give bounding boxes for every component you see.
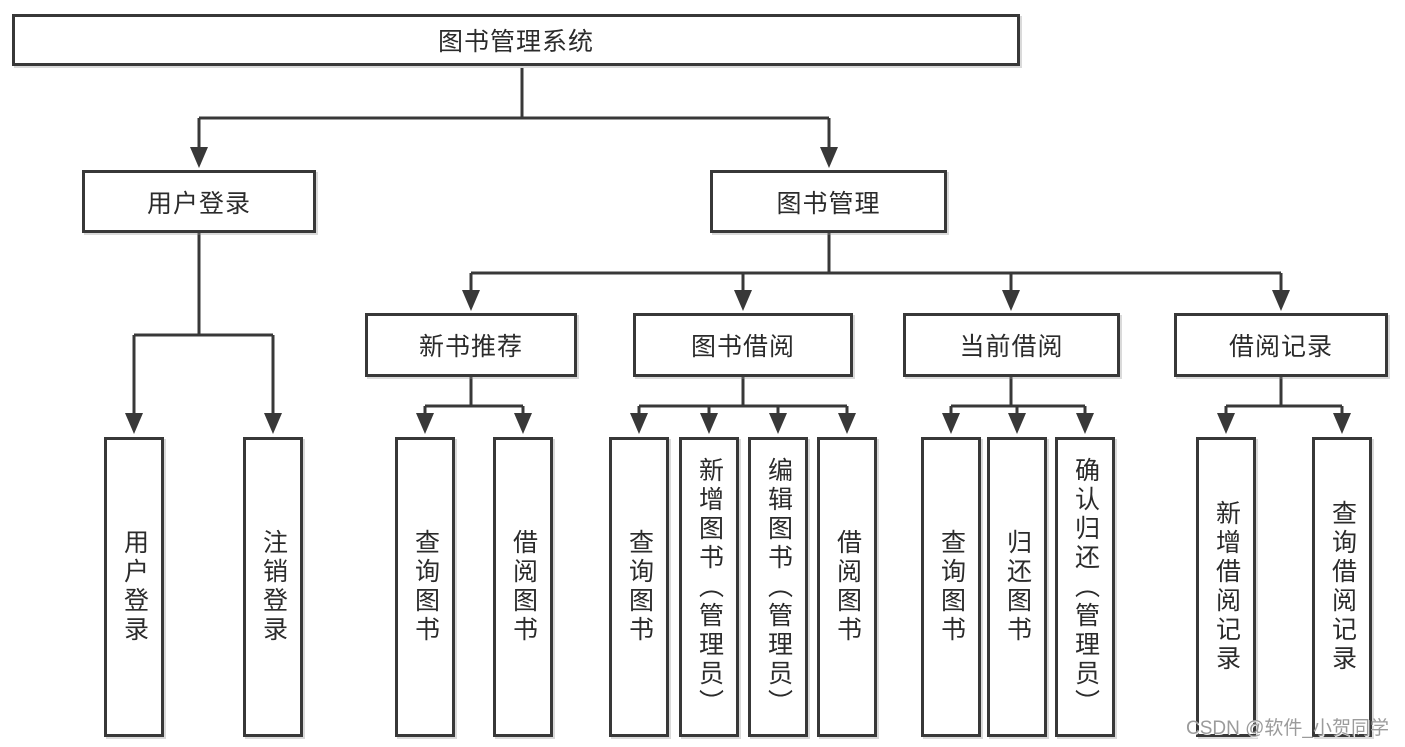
leaf-query-books-borrowing: 查询图书 (609, 437, 669, 737)
leaf-user-login: 用户登录 (104, 437, 164, 737)
arrow-down-icon (942, 413, 960, 434)
connector-book-borrow-to-children (637, 377, 849, 418)
node-label: 图书管理 (776, 189, 881, 218)
node-label: 归还图书 (1003, 529, 1032, 645)
arrow-down-icon (1002, 290, 1020, 311)
arrow-down-icon (264, 413, 282, 434)
node-label: 当前借阅 (959, 333, 1064, 361)
node-label: 新增图书（管理员） (695, 456, 724, 718)
connector-current-borrow-to-children (949, 377, 1087, 418)
connector-root-to-level2 (197, 68, 831, 150)
connector-borrow-records-to-children (1224, 377, 1344, 418)
node-label: 查询图书 (625, 529, 654, 645)
node-label: 注销登录 (259, 529, 288, 645)
node-book-management-system: 图书管理系统 (12, 14, 1020, 66)
node-user-login: 用户登录 (82, 170, 316, 233)
node-book-management: 图书管理 (710, 170, 947, 233)
node-label: 查询图书 (937, 529, 966, 645)
arrow-down-icon (630, 413, 648, 434)
node-label: 借阅记录 (1228, 333, 1333, 361)
arrow-down-icon (838, 413, 856, 434)
leaf-query-books-current: 查询图书 (921, 437, 981, 737)
csdn-watermark: CSDN @软件_小贺同学 (1186, 718, 1389, 739)
leaf-add-borrow-record: 新增借阅记录 (1196, 437, 1256, 737)
arrow-down-icon (700, 413, 718, 434)
arrow-down-icon (734, 290, 752, 311)
node-label: 图书管理系统 (437, 28, 594, 56)
leaf-return-books: 归还图书 (987, 437, 1047, 737)
node-label: 用户登录 (146, 189, 251, 218)
node-label: 用户登录 (120, 529, 149, 645)
node-label: 编辑图书（管理员） (764, 456, 793, 718)
node-book-borrowing: 图书借阅 (633, 313, 853, 377)
arrow-down-icon (1333, 413, 1351, 434)
arrow-down-icon (820, 147, 838, 168)
node-label: 图书借阅 (690, 333, 795, 361)
leaf-edit-books-admin: 编辑图书（管理员） (748, 437, 808, 737)
arrow-down-icon (1076, 413, 1094, 434)
leaf-confirm-return-admin: 确认归还（管理员） (1055, 437, 1115, 737)
node-label: 借阅图书 (509, 529, 538, 645)
connector-user-login-to-children (132, 233, 275, 418)
leaf-query-borrow-record: 查询借阅记录 (1312, 437, 1372, 737)
arrow-down-icon (1008, 413, 1026, 434)
arrow-down-icon (514, 413, 532, 434)
node-borrow-records: 借阅记录 (1174, 313, 1388, 377)
leaf-add-books-admin: 新增图书（管理员） (679, 437, 739, 737)
node-label: 查询图书 (411, 529, 440, 645)
leaf-query-books-recommend: 查询图书 (395, 437, 455, 737)
arrow-down-icon (769, 413, 787, 434)
node-label: 查询借阅记录 (1328, 500, 1357, 674)
arrowheads-leaves (125, 413, 1351, 434)
connector-book-management-to-level3 (469, 233, 1283, 293)
node-label: 新增借阅记录 (1212, 500, 1241, 674)
arrow-down-icon (416, 413, 434, 434)
arrow-down-icon (462, 290, 480, 311)
node-label: 新书推荐 (418, 333, 523, 361)
arrow-down-icon (1272, 290, 1290, 311)
node-label: 借阅图书 (833, 529, 862, 645)
connector-new-book-to-children (423, 377, 525, 418)
leaf-borrow-books-borrowing: 借阅图书 (817, 437, 877, 737)
arrowheads-level2 (190, 147, 838, 168)
leaf-borrow-books-recommend: 借阅图书 (493, 437, 553, 737)
node-new-book-recommend: 新书推荐 (365, 313, 577, 377)
arrow-down-icon (125, 413, 143, 434)
node-current-borrowing: 当前借阅 (903, 313, 1120, 377)
node-label: 确认归还（管理员） (1071, 456, 1100, 718)
arrowheads-level3 (462, 290, 1290, 311)
arrow-down-icon (1217, 413, 1235, 434)
arrow-down-icon (190, 147, 208, 168)
leaf-logout: 注销登录 (243, 437, 303, 737)
